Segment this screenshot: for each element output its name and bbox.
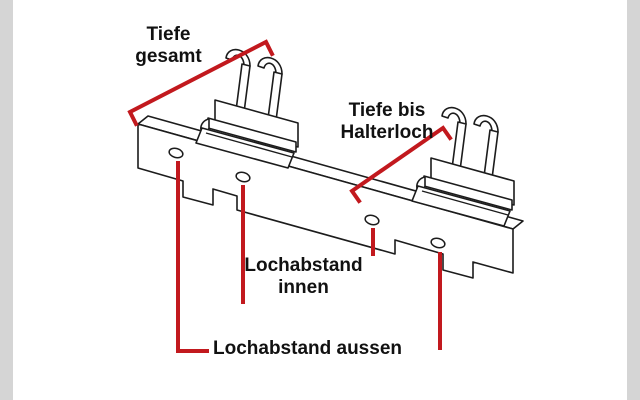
dimension-tiefe-gesamt [127, 39, 275, 127]
label-tiefe-gesamt: Tiefe gesamt [96, 24, 241, 69]
label-lochabstand-innen-line2: innen [278, 277, 329, 299]
label-lochabstand-innen-line1: Lochabstand [244, 255, 363, 276]
dimension-lochabstand-innen [241, 185, 375, 304]
mounting-holes [168, 147, 446, 249]
label-lochabstand-aussen-line1: Lochabstand aussen [213, 338, 402, 359]
left-edge-bar [0, 0, 13, 400]
label-tiefe-bis-halterloch-line1: Tiefe bis [348, 100, 426, 121]
dimension-lochabstand-aussen [176, 161, 442, 353]
label-lochabstand-innen: Lochabstand innen [226, 255, 381, 300]
label-tiefe-bis-halterloch: Tiefe bis Halterloch [312, 100, 462, 145]
hole-inner-left [235, 171, 251, 183]
rail-front-face [137, 123, 514, 279]
label-lochabstand-aussen: Lochabstand aussen [180, 338, 435, 360]
label-tiefe-gesamt-line1: Tiefe [146, 24, 191, 45]
label-tiefe-gesamt-line2: gesamt [135, 46, 202, 68]
hole-inner-right [364, 214, 380, 226]
right-edge-bar [627, 0, 640, 400]
label-tiefe-bis-halterloch-line2: Halterloch [340, 122, 434, 144]
dimension-tiefe-bis-halterloch [349, 125, 453, 204]
hole-outer-right [430, 237, 446, 249]
hole-outer-left [168, 147, 184, 159]
